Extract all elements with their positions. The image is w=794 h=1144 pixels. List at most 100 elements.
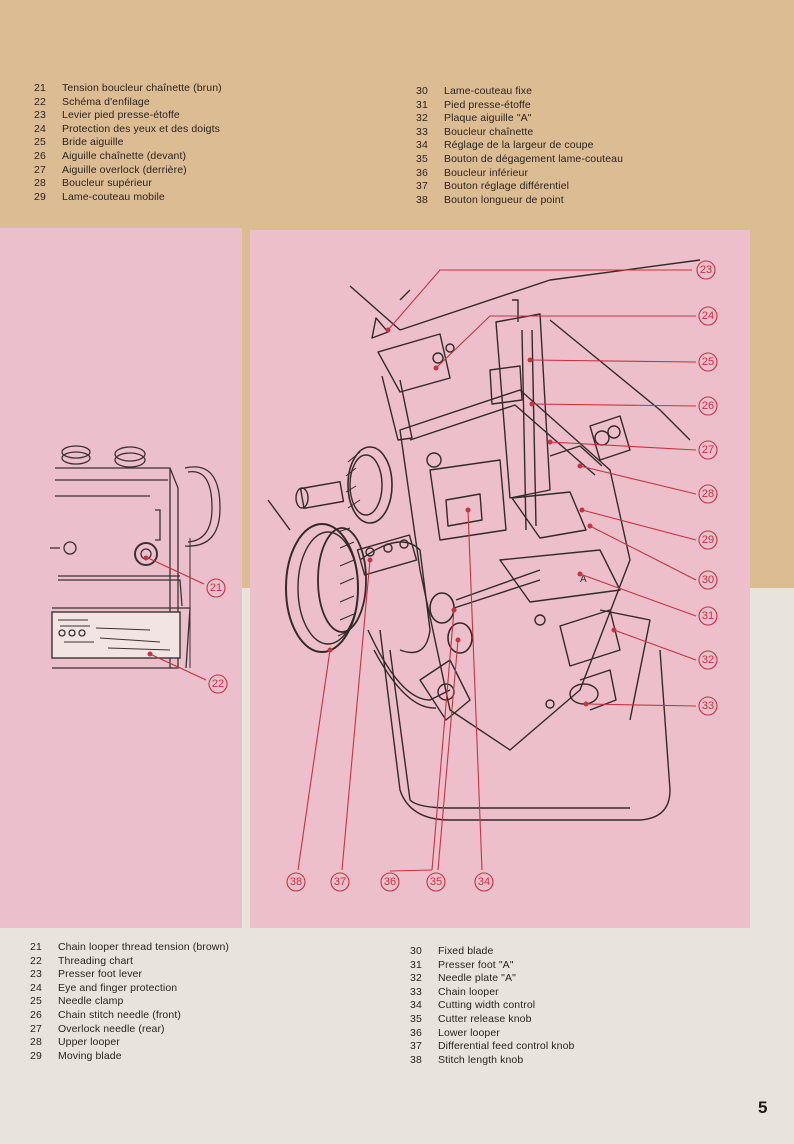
left-illustration-panel: 21 22: [0, 228, 242, 928]
svg-text:29: 29: [702, 534, 714, 546]
svg-text:23: 23: [700, 264, 712, 276]
svg-text:38: 38: [290, 876, 302, 888]
svg-text:34: 34: [478, 876, 490, 888]
svg-text:25: 25: [702, 356, 714, 368]
svg-text:27: 27: [702, 444, 714, 456]
callout-anchor: [451, 607, 457, 613]
plate-letter: A: [580, 574, 587, 585]
svg-text:26: 26: [702, 400, 714, 412]
callout-38: 38: [286, 872, 306, 892]
svg-text:21: 21: [210, 582, 222, 594]
callout-35: 35: [426, 872, 446, 892]
callout-37: 37: [330, 872, 350, 892]
callout-31: 31: [698, 606, 718, 626]
callout-27: 27: [698, 440, 718, 460]
callout-anchor: [587, 523, 593, 529]
svg-text:36: 36: [384, 876, 396, 888]
callout-36: 36: [380, 872, 400, 892]
svg-text:31: 31: [702, 610, 714, 622]
main-illustration-panel: A: [250, 230, 750, 928]
overlock-mechanism-illustration: A: [267, 259, 718, 892]
callout-32: 32: [698, 650, 718, 670]
callout-anchor: [455, 637, 461, 643]
callout-26: 26: [698, 396, 718, 416]
callout-anchor: [143, 555, 149, 561]
callout-anchor: [367, 557, 373, 563]
callout-anchor: [577, 463, 583, 469]
callout-anchor: [547, 439, 553, 445]
callout-34: 34: [474, 872, 494, 892]
callout-28: 28: [698, 484, 718, 504]
callout-anchor: [583, 701, 589, 707]
svg-text:24: 24: [702, 310, 714, 322]
svg-text:30: 30: [702, 574, 714, 586]
callout-29: 29: [698, 530, 718, 550]
page-number: 5: [758, 1098, 768, 1117]
svg-text:22: 22: [212, 678, 224, 690]
svg-text:37: 37: [334, 876, 346, 888]
svg-text:32: 32: [702, 654, 714, 666]
callout-24: 24: [698, 306, 718, 326]
callout-33: 33: [698, 696, 718, 716]
callout-anchor: [529, 401, 535, 407]
callout-21: 21: [206, 578, 226, 598]
callout-anchor: [577, 571, 583, 577]
callout-30: 30: [698, 570, 718, 590]
callout-25: 25: [698, 352, 718, 372]
callout-anchor: [147, 651, 153, 657]
callout-anchor: [527, 357, 533, 363]
callout-anchor: [579, 507, 585, 513]
svg-text:35: 35: [430, 876, 442, 888]
callout-anchor: [327, 647, 333, 653]
callout-anchor: [611, 627, 617, 633]
svg-text:28: 28: [702, 488, 714, 500]
callout-anchor: [385, 327, 391, 333]
callout-22: 22: [208, 674, 228, 694]
svg-text:33: 33: [702, 700, 714, 712]
machine-closeup-illustration: 21 22: [50, 445, 228, 694]
callout-anchor: [433, 365, 439, 371]
callout-23: 23: [696, 260, 716, 280]
callout-anchor: [465, 507, 471, 513]
